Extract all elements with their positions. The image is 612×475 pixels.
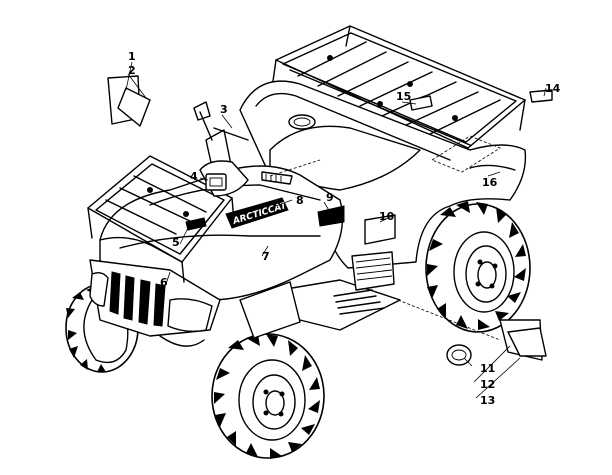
callout-3: 3 — [220, 103, 228, 116]
decal-sheet-top-right — [529, 89, 553, 103]
callout-11: 11 — [480, 362, 495, 375]
front-left-wheel — [211, 333, 325, 459]
round-emblem-decal — [446, 344, 472, 366]
rear-fender-decal — [364, 214, 396, 245]
rear-cargo-rack — [271, 25, 526, 169]
callout-14: 14 — [545, 82, 561, 95]
leader-lines — [125, 61, 547, 399]
side-panel-decal — [317, 205, 345, 227]
callout-15: 15 — [396, 90, 411, 103]
decal-sheet-right — [499, 319, 547, 361]
rear-rack-decal — [409, 95, 433, 111]
front-cargo-rack — [87, 155, 235, 283]
decal-sheet-left — [107, 75, 151, 127]
callout-1: 1 — [128, 50, 136, 63]
front-fender-decal — [185, 217, 207, 231]
callout-labels: 1 2 3 4 5 6 7 8 9 10 11 12 13 14 15 16 — [128, 50, 561, 407]
callout-9: 9 — [326, 191, 334, 204]
callout-5: 5 — [172, 236, 180, 249]
callout-13: 13 — [480, 394, 495, 407]
rear-right-wheel — [425, 201, 531, 333]
lower-side-panel — [239, 281, 301, 339]
callout-8: 8 — [296, 194, 304, 207]
callout-4: 4 — [190, 170, 198, 183]
front-fascia — [89, 259, 221, 347]
callout-12: 12 — [480, 378, 495, 391]
callout-2: 2 — [128, 64, 136, 77]
callout-6: 6 — [160, 276, 168, 289]
callout-10: 10 — [379, 210, 395, 223]
footrest — [279, 251, 401, 331]
steering-assembly — [193, 101, 293, 197]
callout-16: 16 — [482, 176, 498, 189]
callout-7: 7 — [262, 250, 270, 263]
